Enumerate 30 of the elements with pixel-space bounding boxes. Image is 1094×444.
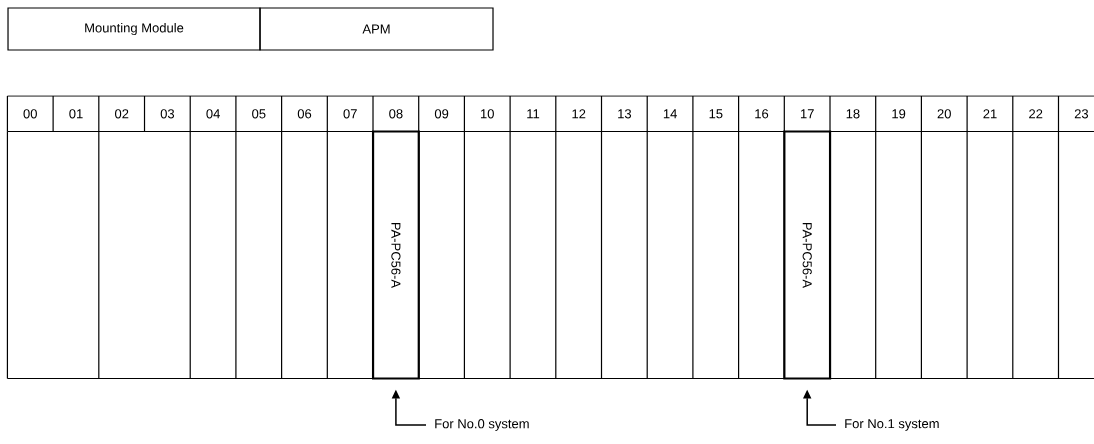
slot-number: 07 <box>343 109 357 119</box>
slot-number: 01 <box>69 109 83 119</box>
slot-number: 11 <box>527 109 540 119</box>
module-slot: PA-PC56-A <box>371 130 420 380</box>
slot-number: 14 <box>663 109 677 119</box>
slot-number: 23 <box>1074 109 1089 119</box>
slot-number: 06 <box>297 109 312 119</box>
slot-number: 12 <box>572 109 586 119</box>
slot-number: 19 <box>892 109 906 119</box>
slot-number: 15 <box>709 109 723 119</box>
slot-number: 10 <box>480 109 494 119</box>
slot-number: 20 <box>937 109 951 119</box>
slot-number: 08 <box>389 109 403 119</box>
slot-number: 22 <box>1029 109 1043 119</box>
slot-number: 05 <box>252 109 266 119</box>
slot-number: 03 <box>160 109 175 119</box>
table-cell: Mounting Module <box>7 7 261 51</box>
slot-number: 02 <box>115 109 129 119</box>
slot-number: 16 <box>755 109 769 119</box>
slot-number: 13 <box>618 109 632 119</box>
note-text: For No.0 system <box>435 419 529 431</box>
slot-number: 04 <box>206 109 220 119</box>
slot-number: 09 <box>434 109 449 119</box>
note-text: For No.1 system <box>845 419 939 431</box>
slot-number: 18 <box>846 109 860 119</box>
slot-number: 00 <box>23 109 37 119</box>
slot-number: 17 <box>800 109 814 119</box>
slot-number: 21 <box>983 109 997 119</box>
table-cell: APM <box>259 7 494 51</box>
module-slot: PA-PC56-A <box>783 130 832 380</box>
